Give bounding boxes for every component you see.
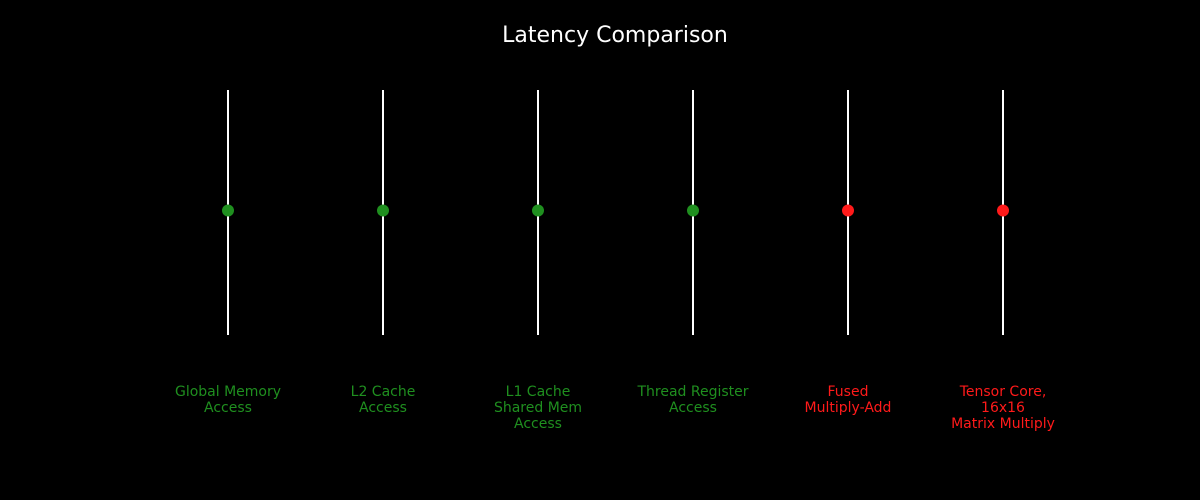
category-label-2-line-1: Shared Mem bbox=[494, 400, 582, 416]
category-label-0-line-0: Global Memory bbox=[175, 384, 281, 400]
chart-title: Latency Comparison bbox=[502, 23, 728, 48]
category-label-2-line-2: Access bbox=[514, 416, 562, 432]
data-point-0 bbox=[222, 204, 234, 217]
category-label-3-line-1: Access bbox=[669, 400, 717, 416]
data-point-1 bbox=[377, 204, 389, 217]
category-label-3-line-0: Thread Register bbox=[636, 384, 748, 400]
category-label-5-line-1: 16x16 bbox=[981, 400, 1025, 416]
category-label-1-line-1: Access bbox=[359, 400, 407, 416]
category-label-5-line-2: Matrix Multiply bbox=[951, 416, 1055, 432]
data-point-5 bbox=[997, 204, 1009, 217]
category-label-5-line-0: Tensor Core, bbox=[959, 384, 1047, 400]
data-point-3 bbox=[687, 204, 699, 217]
category-label-1-line-0: L2 Cache bbox=[351, 384, 416, 400]
data-point-4 bbox=[842, 204, 854, 217]
data-point-2 bbox=[532, 204, 544, 217]
category-label-0-line-1: Access bbox=[204, 400, 252, 416]
category-label-2-line-0: L1 Cache bbox=[506, 384, 571, 400]
category-label-4-line-1: Multiply-Add bbox=[805, 400, 892, 416]
chart-marks bbox=[222, 90, 1009, 335]
category-label-4-line-0: Fused bbox=[828, 384, 869, 400]
